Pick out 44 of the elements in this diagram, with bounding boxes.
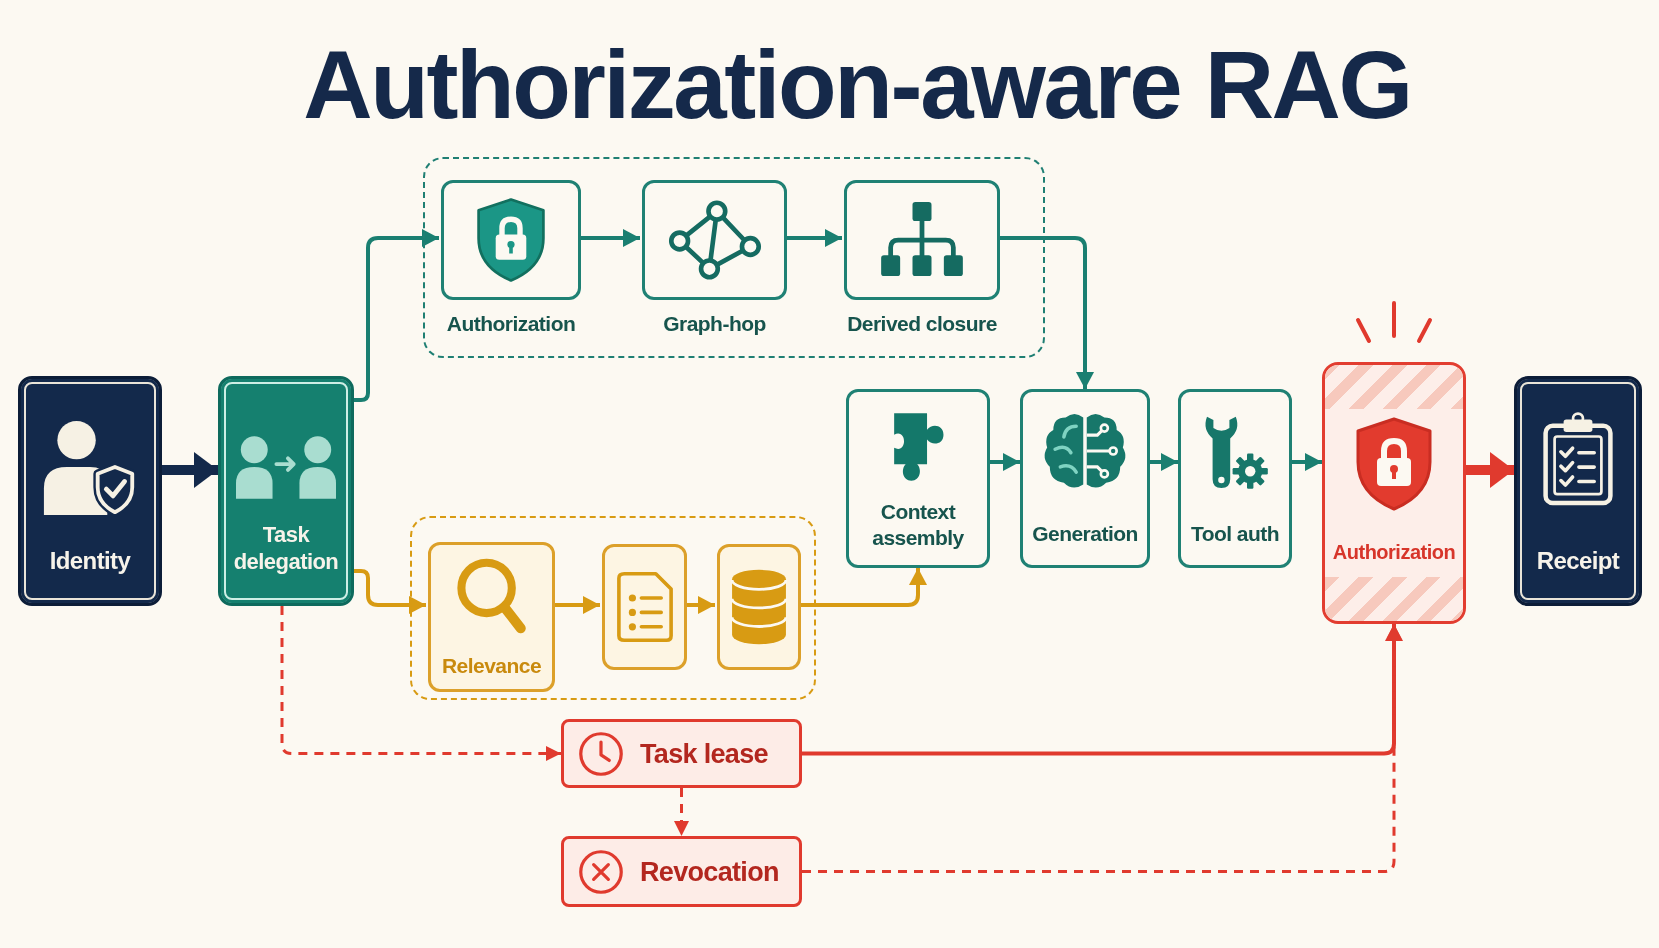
node-label: Task delegation xyxy=(232,521,340,575)
node-label: Identity xyxy=(49,547,131,575)
arrow xyxy=(553,596,600,614)
node-label: Graph-hop xyxy=(663,312,766,336)
status-box xyxy=(561,836,802,907)
arrow xyxy=(685,596,715,614)
block-arrow xyxy=(162,452,218,488)
node-label: Authorization xyxy=(446,312,576,336)
arrow xyxy=(785,229,842,247)
arrow xyxy=(998,236,1094,389)
node-label: Derived closure xyxy=(847,312,997,336)
arrow xyxy=(354,569,426,614)
node-label: Relevance xyxy=(441,653,542,679)
process-card xyxy=(1020,389,1150,568)
block-arrow xyxy=(1466,452,1514,488)
dashed-group-frame xyxy=(423,157,1045,358)
arrow xyxy=(579,229,640,247)
arrow xyxy=(990,453,1020,471)
node-label: Task lease xyxy=(640,737,768,770)
arrow xyxy=(1150,453,1178,471)
process-card xyxy=(846,389,990,568)
node-label: Authorization xyxy=(1332,540,1456,565)
node-label: Context assembly xyxy=(871,499,965,551)
diagram-title: Authorization-aware RAG xyxy=(303,37,1411,133)
process-card xyxy=(1514,376,1642,606)
process-card xyxy=(1178,389,1292,568)
status-box xyxy=(561,719,802,788)
arrow xyxy=(799,568,927,607)
process-card xyxy=(18,376,162,606)
dashed-group-frame xyxy=(410,516,816,700)
dashed-arrow xyxy=(674,788,689,836)
node-label: Generation xyxy=(1032,521,1138,547)
node-label: Tool auth xyxy=(1190,521,1280,547)
process-card xyxy=(428,542,555,692)
dashed-arrow xyxy=(280,606,561,761)
alert-card xyxy=(1322,362,1466,624)
icon-card xyxy=(602,544,687,670)
process-card xyxy=(218,376,354,606)
node-label: Revocation xyxy=(640,855,779,888)
arrow xyxy=(802,624,1403,756)
arrow xyxy=(354,229,439,402)
icon-card xyxy=(717,544,801,670)
node-label: Receipt xyxy=(1536,547,1620,575)
arrow xyxy=(1292,453,1322,471)
